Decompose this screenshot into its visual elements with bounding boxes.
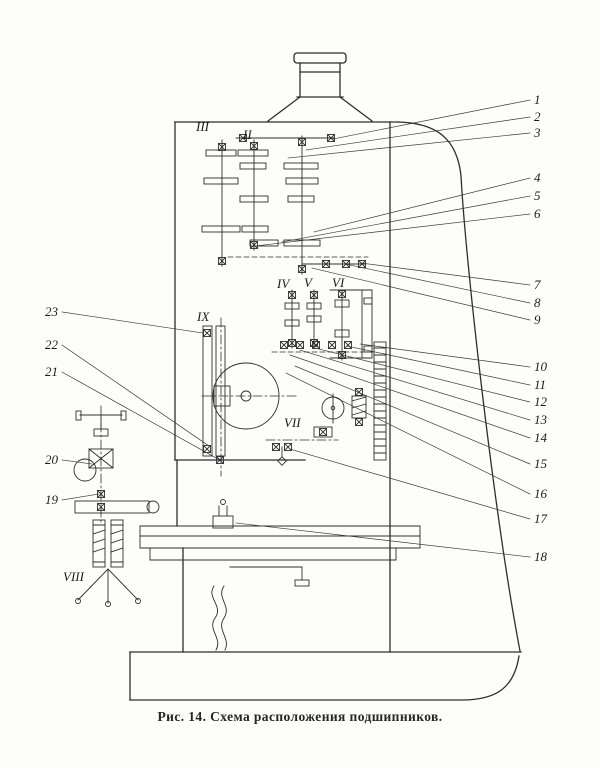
callout-number-21: 21 [45,364,58,379]
callout-number-7: 7 [534,277,541,292]
leader-line-16 [285,372,531,495]
callout-number-11: 11 [534,377,546,392]
leader-line-8 [344,263,531,304]
leader-line-13 [299,349,531,421]
callout-number-15: 15 [534,456,548,471]
callout-number-1: 1 [534,92,541,107]
upper-gear-train [201,134,369,275]
shaft-label-IX: IX [196,309,210,324]
leader-lines [61,99,531,558]
callout-number-4: 4 [534,170,541,185]
shaft-label-V: V [304,275,314,290]
leader-line-7 [360,262,531,286]
electrical-cable [211,585,227,651]
callout-number-5: 5 [534,188,541,203]
shaft-label-VII: VII [284,415,301,430]
leader-line-21 [61,371,219,460]
machine-outline [174,52,521,653]
shaft-label-III: III [195,119,210,134]
leader-line-12 [314,347,531,403]
callout-number-17: 17 [534,511,548,526]
callout-number-19: 19 [45,492,59,507]
callout-number-3: 3 [533,125,541,140]
callout-number-18: 18 [534,549,548,564]
machine-base [129,651,522,701]
leader-line-9 [311,267,531,321]
leader-line-15 [294,365,531,465]
figure-caption: Рис. 14. Схема расположения подшипников. [158,709,443,724]
leader-line-1 [332,99,531,140]
leader-line-20 [61,459,93,465]
hand-feed-mechanism [73,405,160,607]
shaft-label-VI: VI [332,275,345,290]
feed-speed-box [271,289,375,361]
callout-number-14: 14 [534,430,548,445]
callout-number-20: 20 [45,452,59,467]
leader-line-4 [313,177,531,233]
callout-number-12: 12 [534,394,548,409]
leader-line-22 [61,344,210,447]
callout-number-16: 16 [534,486,548,501]
leader-line-5 [281,195,531,243]
callout-number-23: 23 [45,304,59,319]
leader-line-3 [287,132,531,159]
shaft-label-VIII: VIII [63,569,85,584]
callout-number-10: 10 [534,359,548,374]
callout-number-9: 9 [534,312,541,327]
leader-line-14 [289,354,531,439]
leader-line-2 [305,116,531,151]
table-bracket [139,499,421,587]
callout-number-22: 22 [45,337,59,352]
leader-line-19 [61,493,100,501]
spindle-assembly [201,317,297,477]
shaft-label-II: II [242,127,252,142]
leader-line-17 [289,448,531,520]
leader-line-10 [359,343,531,368]
leader-line-23 [61,311,204,334]
leader-line-11 [346,345,531,386]
callout-number-8: 8 [534,295,541,310]
callout-number-13: 13 [534,412,548,427]
callout-number-6: 6 [534,206,541,221]
feed-gearing [265,341,387,466]
callout-number-2: 2 [534,109,541,124]
shaft-label-IV: IV [276,276,291,291]
leader-line-6 [254,213,531,247]
leader-line-18 [235,522,531,558]
